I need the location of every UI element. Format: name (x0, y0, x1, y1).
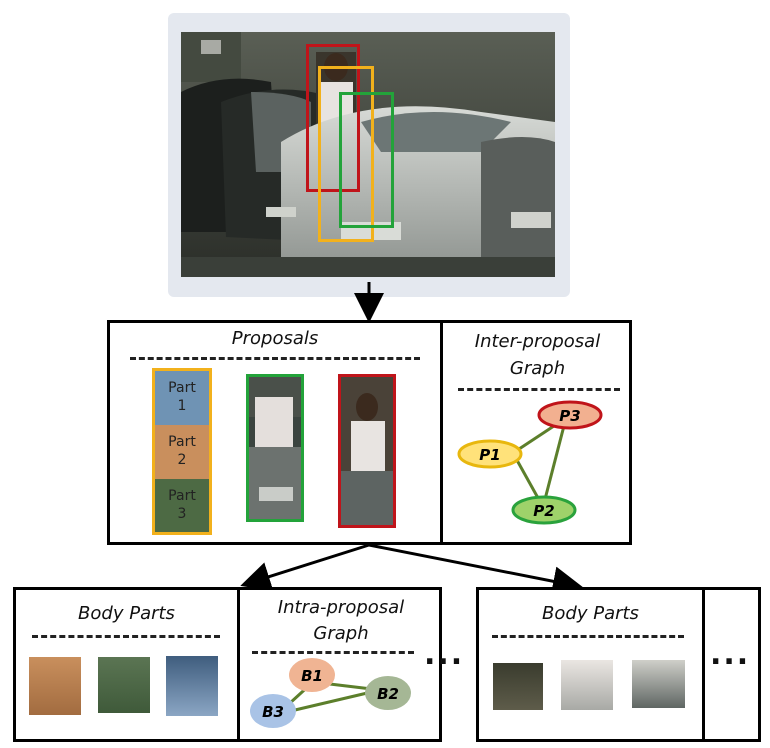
node-p2-label: P2 (533, 502, 554, 520)
body-parts-left-title: Body Parts (78, 603, 175, 624)
arrow-to-right-branch (368, 543, 583, 597)
part-1-name: Part (168, 380, 196, 396)
ellipsis-middle: ... (424, 637, 465, 672)
node-b2-label: B2 (377, 685, 399, 703)
body-part-crop-5 (561, 660, 613, 710)
inter-graph-title-underline (458, 388, 620, 391)
intra-graph: B1 B2 B3 (250, 658, 411, 728)
node-b1: B1 (289, 658, 335, 692)
body-parts-right-title: Body Parts (542, 603, 639, 624)
left-branch-panel (13, 587, 442, 742)
panel-divider (440, 320, 443, 545)
proposal-crop-green-image (249, 377, 301, 519)
part-2-name: Part (168, 434, 196, 450)
detection-box-yellow (318, 66, 374, 242)
ellipsis-right: ... (710, 637, 751, 672)
node-b2: B2 (365, 676, 411, 710)
node-p1-label: P1 (479, 446, 500, 464)
part-2-number: 2 (177, 452, 187, 468)
part-3: Part 3 (155, 479, 209, 532)
node-p3-label: P3 (559, 407, 580, 425)
proposal-crop-yellow: Part 1 Part 2 Part 3 (152, 368, 212, 535)
scene-image (181, 32, 555, 277)
proposal-crop-red (338, 374, 396, 528)
node-b3: B3 (250, 694, 296, 728)
part-1-number: 1 (177, 398, 187, 414)
node-b1-label: B1 (301, 667, 323, 685)
inter-graph-title-line2: Graph (509, 358, 566, 379)
body-part-crop-6 (632, 660, 685, 708)
left-branch-divider (237, 587, 240, 742)
proposals-title: Proposals (231, 328, 319, 349)
inter-graph: P3 P1 P2 (457, 400, 603, 525)
arrow-to-left-branch (240, 543, 370, 592)
proposal-crop-red-image (341, 377, 393, 525)
intra-graph-title-line1: Intra-proposal (277, 597, 405, 618)
proposals-title-underline (130, 357, 420, 360)
node-b3-label: B3 (262, 703, 284, 721)
intra-graph-title-line2: Graph (313, 623, 369, 644)
node-p3: P3 (537, 400, 603, 430)
node-p2: P2 (511, 495, 577, 525)
detection-box-red (306, 44, 360, 192)
body-parts-left-underline (32, 635, 220, 638)
part-1: Part 1 (155, 371, 209, 425)
proposal-crop-green (246, 374, 304, 522)
node-p1: P1 (457, 439, 523, 469)
right-branch-divider (702, 587, 705, 742)
part-3-number: 3 (177, 506, 187, 522)
body-part-crop-3 (166, 656, 218, 716)
detection-box-green (339, 92, 394, 228)
body-parts-right-underline (492, 635, 684, 638)
scene-illustration (181, 32, 555, 277)
body-part-crop-2 (98, 657, 150, 713)
part-3-name: Part (168, 488, 196, 504)
edge-p3-p2 (541, 417, 568, 508)
body-part-crop-1 (29, 657, 81, 715)
part-2: Part 2 (155, 425, 209, 479)
body-part-crop-4 (493, 663, 543, 710)
intra-graph-title-underline (252, 651, 414, 654)
inter-graph-title-line1: Inter-proposal (474, 331, 601, 352)
